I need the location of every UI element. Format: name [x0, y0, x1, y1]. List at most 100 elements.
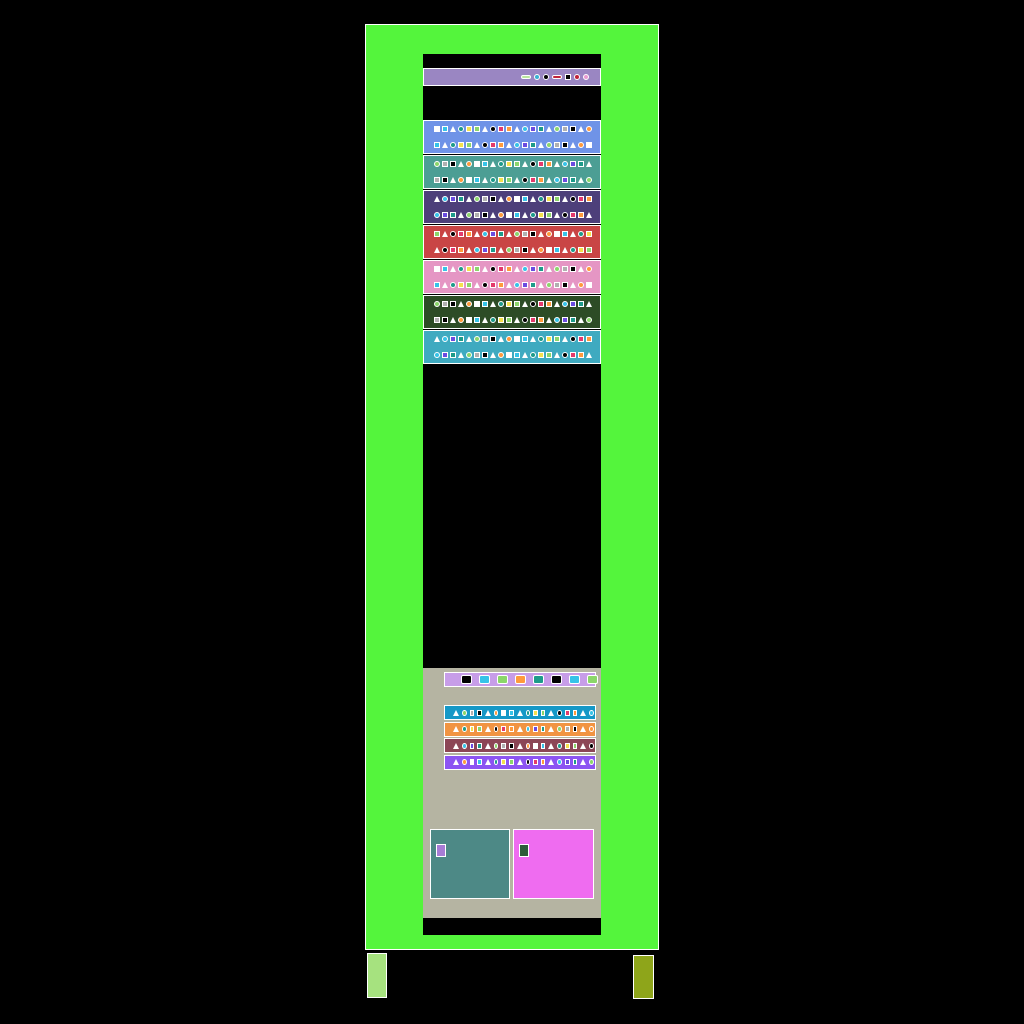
square-icon	[506, 317, 512, 323]
square-icon	[477, 742, 482, 749]
dot-icon	[442, 196, 448, 202]
list-row[interactable]	[423, 225, 601, 259]
square-icon	[490, 247, 496, 253]
square-icon	[442, 352, 448, 358]
square-icon	[514, 212, 520, 218]
card-left[interactable]	[430, 829, 510, 899]
list-row[interactable]	[423, 120, 601, 154]
triangle-icon	[562, 196, 568, 202]
list-row[interactable]	[423, 330, 601, 364]
square-icon	[533, 759, 538, 765]
square-icon	[442, 212, 448, 218]
square-icon	[540, 709, 546, 716]
top-bar[interactable]	[423, 68, 601, 86]
square-icon	[578, 336, 584, 342]
slot-icon	[479, 675, 490, 684]
square-icon	[554, 336, 560, 342]
dot-icon	[570, 247, 576, 253]
square-icon	[565, 709, 570, 716]
triangle-icon	[442, 282, 448, 288]
square-icon	[498, 266, 504, 272]
square-icon	[450, 247, 456, 253]
triangle-icon	[498, 247, 504, 253]
triangle-icon	[484, 726, 491, 732]
triangle-icon	[434, 196, 440, 202]
slot-icon	[521, 75, 531, 79]
square-icon	[530, 142, 536, 148]
dot-icon	[506, 336, 512, 342]
dot-icon	[482, 142, 488, 148]
slot-icon	[515, 675, 526, 684]
triangle-icon	[546, 126, 552, 132]
square-icon	[540, 742, 546, 749]
square-icon	[474, 266, 480, 272]
square-icon	[522, 247, 528, 253]
square-icon	[572, 759, 578, 765]
toolbar-band[interactable]	[444, 672, 598, 687]
band-row[interactable]	[444, 754, 596, 770]
triangle-icon	[580, 742, 587, 749]
dot-icon	[562, 161, 568, 167]
list-row[interactable]	[423, 155, 601, 189]
purple-tag-icon	[436, 844, 446, 857]
triangle-icon	[506, 231, 512, 237]
square-icon	[538, 177, 544, 183]
square-icon	[554, 196, 560, 202]
dot-icon	[578, 282, 584, 288]
dot-icon	[458, 317, 464, 323]
list-row[interactable]	[423, 190, 601, 224]
square-icon	[501, 759, 507, 765]
band-row[interactable]	[444, 721, 596, 737]
row-icon-line	[434, 335, 600, 343]
square-icon	[514, 161, 520, 167]
list-row[interactable]	[423, 295, 601, 329]
square-icon	[530, 126, 536, 132]
dot-icon	[458, 126, 464, 132]
dot-icon	[525, 742, 531, 749]
triangle-icon	[506, 282, 512, 288]
square-icon	[501, 709, 507, 716]
square-icon	[546, 247, 552, 253]
square-icon	[498, 317, 504, 323]
dot-icon	[442, 336, 448, 342]
row-icon-line	[434, 316, 600, 324]
square-icon	[586, 231, 592, 237]
square-icon	[474, 212, 480, 218]
dot-icon	[493, 759, 499, 765]
square-icon	[506, 161, 512, 167]
square-icon	[586, 196, 592, 202]
square-icon	[434, 282, 440, 288]
square-icon	[442, 317, 448, 323]
slot-icon	[497, 675, 508, 684]
triangle-icon	[484, 709, 491, 716]
triangle-icon	[570, 231, 576, 237]
dot-icon	[462, 709, 467, 716]
band-row[interactable]	[444, 738, 596, 753]
card-right[interactable]	[513, 829, 594, 899]
square-icon	[458, 247, 464, 253]
dot-icon	[586, 177, 592, 183]
band-row[interactable]	[444, 705, 596, 720]
square-icon	[570, 212, 576, 218]
triangle-icon	[548, 759, 555, 765]
square-icon	[570, 161, 576, 167]
triangle-icon	[498, 336, 504, 342]
square-icon	[578, 212, 584, 218]
square-icon	[522, 142, 528, 148]
list-row[interactable]	[423, 260, 601, 294]
square-icon	[466, 177, 472, 183]
square-icon	[570, 352, 576, 358]
slot-icon	[569, 675, 580, 684]
triangle-icon	[466, 196, 472, 202]
triangle-icon	[514, 317, 520, 323]
triangle-icon	[466, 247, 472, 253]
dot-icon	[525, 726, 531, 732]
square-icon	[477, 726, 482, 732]
square-icon	[466, 266, 472, 272]
square-icon	[498, 282, 504, 288]
square-icon	[570, 317, 576, 323]
triangle-icon	[516, 742, 523, 749]
dot-icon	[557, 742, 563, 749]
row-icon-line	[434, 246, 600, 254]
square-icon	[546, 352, 552, 358]
